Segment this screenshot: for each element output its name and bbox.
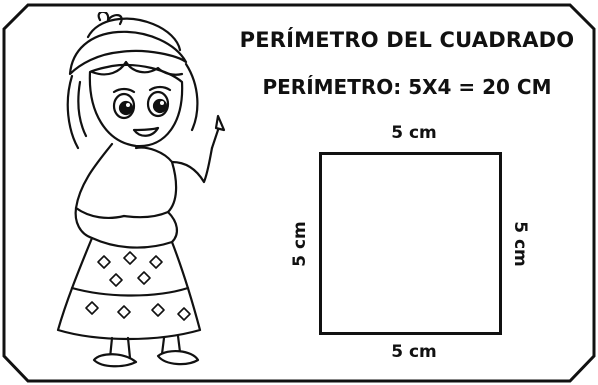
side-length-bottom: 5 cm	[391, 342, 437, 362]
side-length-right: 5 cm	[510, 221, 530, 267]
worksheet-title: PERÍMETRO DEL CUADRADO	[239, 28, 575, 52]
side-length-left: 5 cm	[290, 221, 310, 267]
girl-character-icon	[56, 12, 226, 368]
side-length-top: 5 cm	[391, 123, 437, 143]
perimeter-formula: PERÍMETRO: 5X4 = 20 CM	[262, 75, 552, 99]
square-shape	[319, 152, 502, 335]
